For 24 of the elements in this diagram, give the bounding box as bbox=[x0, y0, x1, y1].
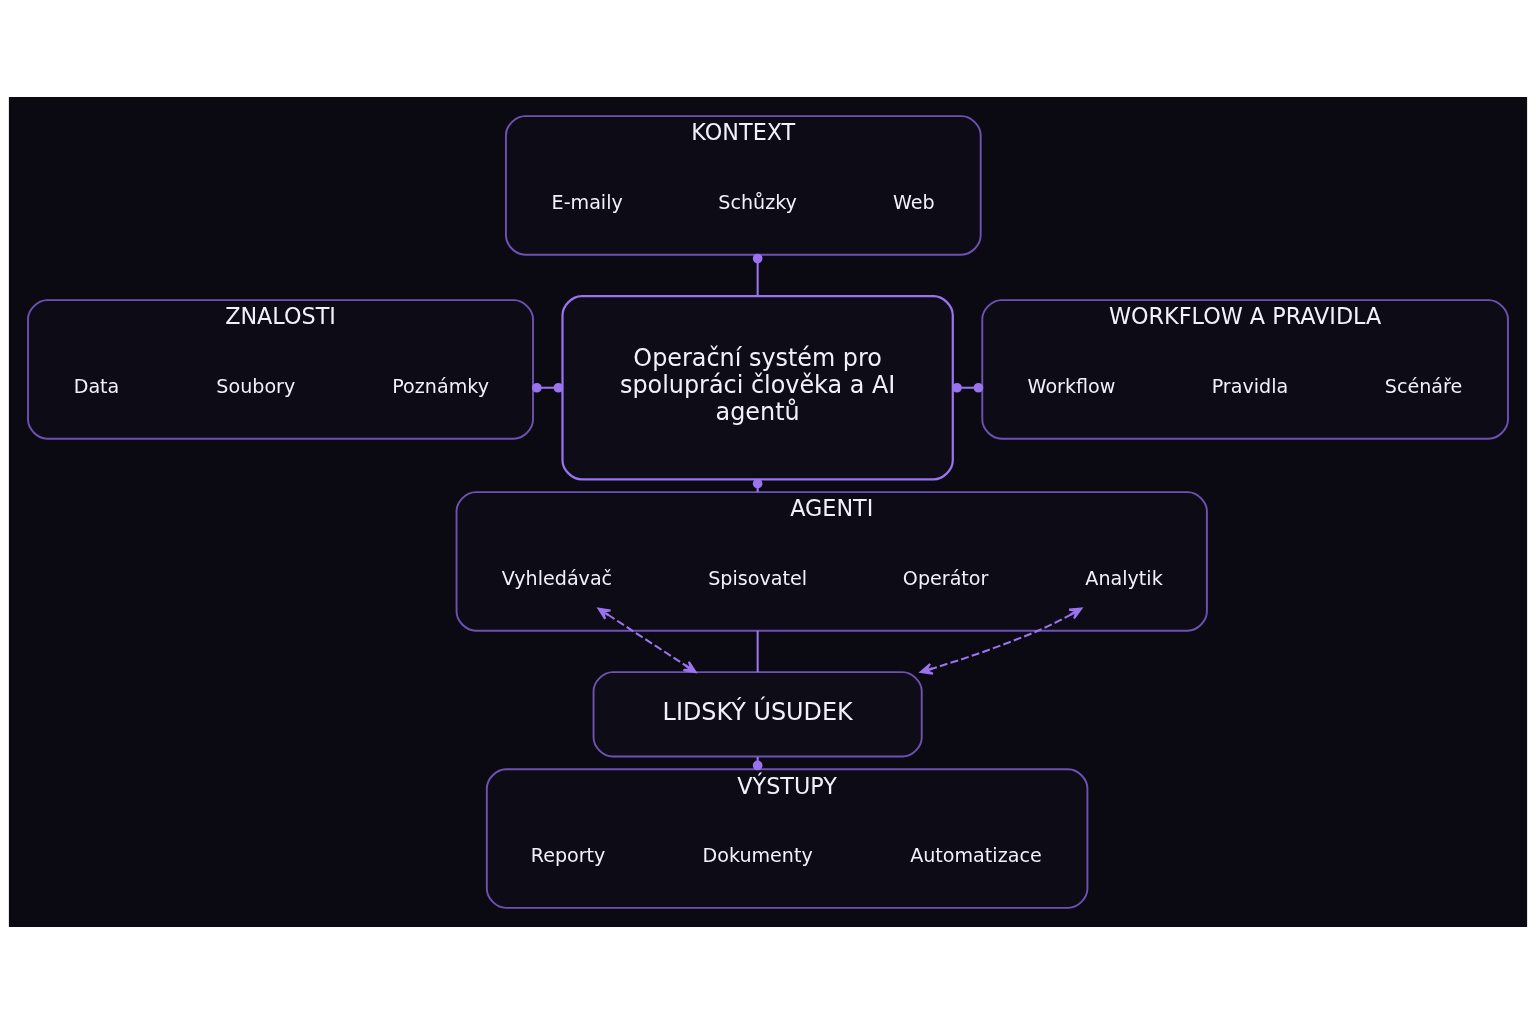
node-text: Operátor bbox=[902, 566, 989, 590]
node-text: Web bbox=[892, 190, 935, 214]
node-text: Spisovatel bbox=[708, 566, 808, 590]
node-text: Analytik bbox=[1085, 566, 1163, 590]
node-text: Vyhledávač bbox=[501, 566, 613, 590]
node-text: Poznámky bbox=[392, 374, 489, 398]
node-text: Workflow bbox=[1027, 374, 1116, 398]
connector bbox=[752, 253, 763, 296]
node-box: LIDSKÝ ÚSUDEK bbox=[592, 671, 923, 758]
connector bbox=[756, 630, 759, 673]
arrow bbox=[919, 607, 1083, 675]
node-box: Operační systém pro spolupráci člověka a AI agentů bbox=[561, 295, 954, 481]
node-text: Data bbox=[73, 374, 120, 398]
node-text: E-maily bbox=[551, 190, 623, 214]
node-text: Scénáře bbox=[1384, 374, 1463, 398]
node-text: Reporty bbox=[530, 843, 606, 867]
node-text: Pravidla bbox=[1211, 374, 1289, 398]
node-text: Schůzky bbox=[718, 190, 797, 214]
node-text: Automatizace bbox=[910, 843, 1042, 867]
node-text: Soubory bbox=[216, 374, 296, 398]
connector bbox=[532, 382, 564, 393]
arrow bbox=[597, 607, 697, 674]
connector bbox=[952, 382, 984, 393]
node-text: Dokumenty bbox=[702, 843, 813, 867]
